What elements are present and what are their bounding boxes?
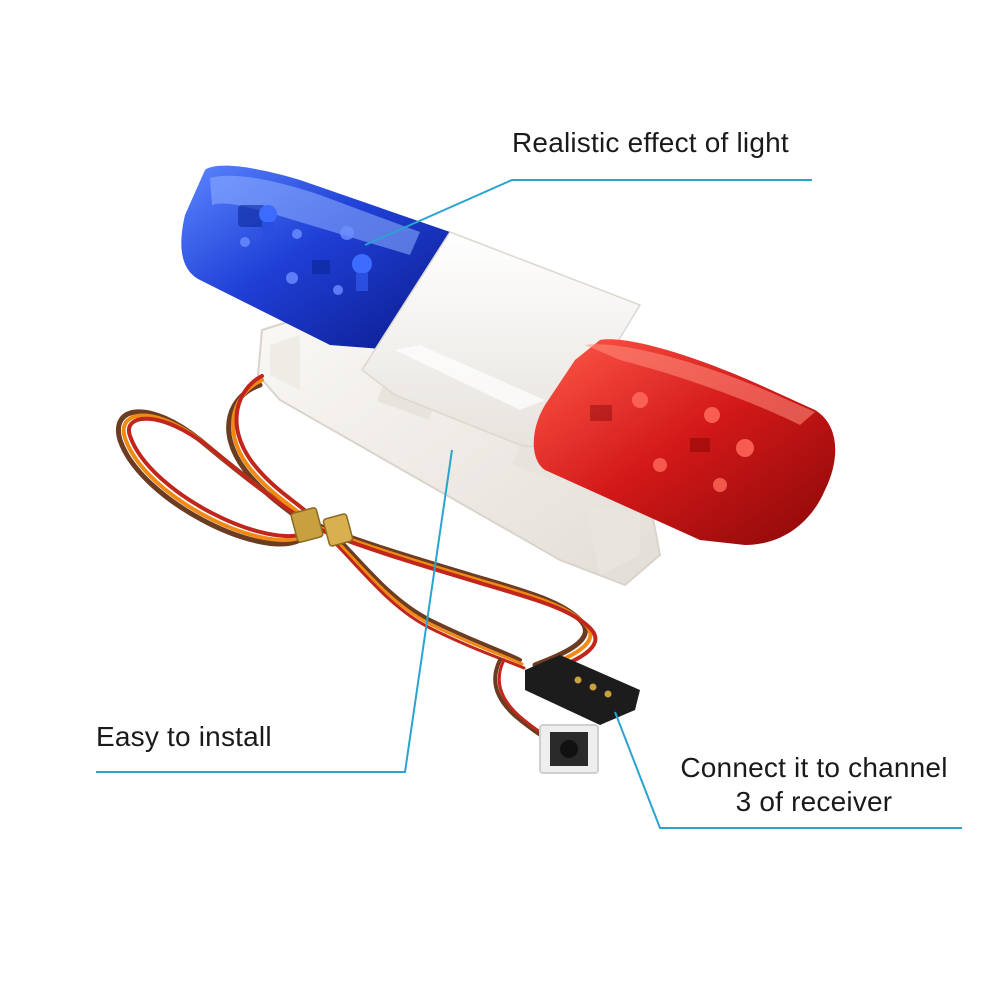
blue-lens	[181, 165, 451, 350]
wire-clips	[290, 507, 354, 547]
push-button-switch	[539, 724, 599, 774]
red-lens	[533, 339, 836, 545]
callout-connect-line2: 3 of receiver	[735, 786, 893, 817]
callout-line-light	[364, 179, 812, 246]
callout-line-connect	[614, 711, 962, 829]
callout-light-label: Realistic effect of light	[512, 127, 789, 158]
callout-line-install	[96, 449, 453, 773]
servo-connector	[525, 655, 640, 725]
callout-lines	[96, 179, 962, 829]
callout-install-label: Easy to install	[96, 721, 272, 752]
wire-harness	[116, 374, 598, 742]
callout-connect-label: Connect it to channel 3 of receiver	[664, 751, 964, 819]
callout-connect-line1: Connect it to channel	[680, 752, 948, 783]
